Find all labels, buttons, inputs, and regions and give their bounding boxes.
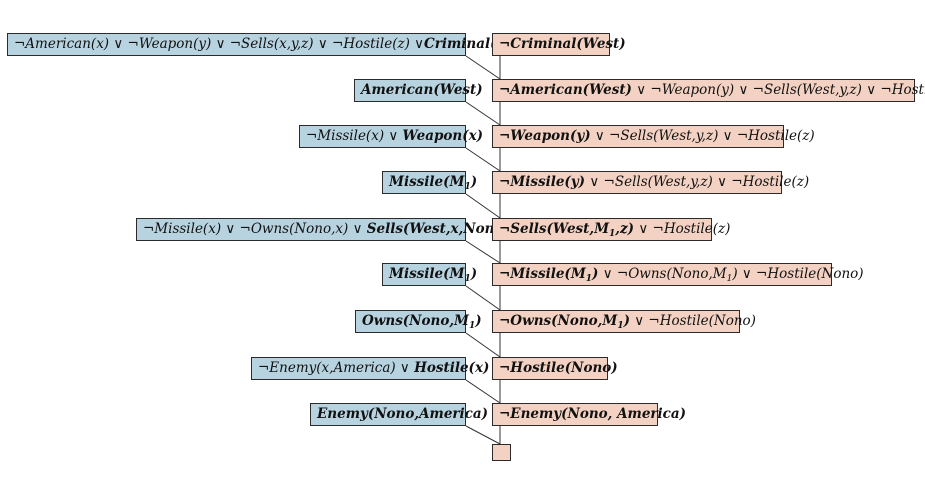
clause-text: Sells(West,x,Nono) [366, 221, 510, 237]
clause-text: ) [475, 313, 482, 329]
resolution-edge-diagonal [465, 425, 501, 445]
resolution-edge-diagonal [465, 55, 501, 80]
clause-text: ,z) [615, 221, 635, 237]
clause-text: 1 [585, 274, 593, 284]
clause-text: ) [592, 266, 599, 282]
clause-text: ¬Criminal(West) [499, 36, 626, 52]
clause-text: ∨ ¬Sells(West,y,z) ∨ ¬Hostile(z) [590, 128, 815, 144]
clause-text: Owns(Nono,M [362, 313, 469, 329]
clause-text: Missile(M [389, 266, 465, 282]
clause-text: Hostile(x) [414, 360, 490, 376]
right-clause-4: ¬Missile(y) ∨ ¬Sells(West,y,z) ∨ ¬Hostil… [492, 171, 809, 194]
left-clause-6: Missile(M1) [382, 263, 477, 286]
clause-text: ¬American(West) [499, 82, 632, 98]
resolution-edge-diagonal [465, 285, 501, 311]
clause-text: ¬Weapon(y) [499, 128, 591, 144]
clause-text: Enemy(Nono,America) [317, 406, 489, 422]
clause-text: 1 [609, 229, 616, 239]
clause-text: ¬Enemy(Nono, America) [499, 406, 687, 422]
clause-text: ∨ ¬Sells(West,y,z) ∨ ¬Hostile(z) [585, 174, 810, 190]
clause-text: ∨ ¬Hostile(Nono) [629, 313, 756, 329]
clause-text: 1 [726, 274, 733, 284]
clause-text: ) [470, 266, 478, 282]
clause-text: ∨ ¬Owns(Nono,M [598, 266, 727, 282]
clause-text: American(West) [361, 82, 483, 98]
right-clause-6: ¬Missile(M1) ∨ ¬Owns(Nono,M1) ∨ ¬Hostile… [492, 263, 864, 286]
resolution-edge-diagonal [465, 101, 501, 126]
resolution-edge-diagonal [465, 332, 501, 358]
right-clause-5: ¬Sells(West,M1,z) ∨ ¬Hostile(z) [492, 218, 730, 241]
right-clause-2: ¬American(West) ∨ ¬Weapon(y) ∨ ¬Sells(We… [492, 79, 925, 102]
clause-text: Weapon(x) [402, 128, 484, 144]
clause-text: Missile(M [389, 174, 465, 190]
clause-text: ¬Enemy(x,America) ∨ [258, 360, 415, 376]
resolution-edge-diagonal [465, 379, 501, 404]
right-clause-1: ¬Criminal(West) [492, 33, 626, 56]
clause-text: ∨ ¬Hostile(z) [634, 221, 731, 237]
empty-clause-box [492, 444, 511, 461]
clause-text: ¬Sells(West,M [499, 221, 610, 237]
right-clause-9: ¬Enemy(Nono, America) [492, 403, 686, 426]
clause-text: ∨ ¬Weapon(y) ∨ ¬Sells(West,y,z) ∨ ¬Hosti… [636, 82, 925, 98]
resolution-edge-diagonal [465, 240, 501, 264]
left-clause-4: Missile(M1) [382, 171, 477, 194]
resolution-edge-diagonal [465, 147, 501, 172]
clause-text: ¬Owns(Nono,M [499, 313, 618, 329]
left-clause-2: American(West) [354, 79, 483, 102]
right-clause-8: ¬Hostile(Nono) [492, 357, 618, 380]
clause-text: ) ∨ ¬Hostile(Nono) [732, 266, 864, 282]
left-clause-5: ¬Missile(x) ∨ ¬Owns(Nono,x) ∨ Sells(West… [136, 218, 510, 241]
clause-text: ¬Missile(M [499, 266, 586, 282]
clause-text: 1 [464, 274, 471, 284]
resolution-edge-diagonal [465, 193, 501, 219]
clause-text: 1 [469, 321, 476, 331]
clause-text: ¬Missile(x) ∨ [306, 128, 403, 144]
left-clause-3: ¬Missile(x) ∨ Weapon(x) [299, 125, 483, 148]
left-clause-1: ¬American(x) ∨ ¬Weapon(y) ∨ ¬Sells(x,y,z… [7, 33, 511, 56]
clause-text: ¬Missile(x) ∨ ¬Owns(Nono,x) ∨ [143, 221, 367, 237]
clause-text: ¬Missile(y) [499, 174, 586, 190]
clause-text: ) [623, 313, 630, 329]
clause-text: Criminal(x) [424, 36, 511, 52]
right-clause-3: ¬Weapon(y) ∨ ¬Sells(West,y,z) ∨ ¬Hostile… [492, 125, 815, 148]
clause-text: ¬Hostile(Nono) [499, 360, 618, 376]
right-clause-7: ¬Owns(Nono,M1) ∨ ¬Hostile(Nono) [492, 310, 756, 333]
left-clause-8: ¬Enemy(x,America) ∨ Hostile(x) [251, 357, 489, 380]
left-clause-9: Enemy(Nono,America) [310, 403, 488, 426]
clause-text: 1 [464, 182, 471, 192]
clause-text: 1 [617, 321, 624, 331]
clause-text: ¬American(x) ∨ ¬Weapon(y) ∨ ¬Sells(x,y,z… [14, 36, 425, 52]
clause-text: ) [470, 174, 478, 190]
left-clause-7: Owns(Nono,M1) [355, 310, 482, 333]
